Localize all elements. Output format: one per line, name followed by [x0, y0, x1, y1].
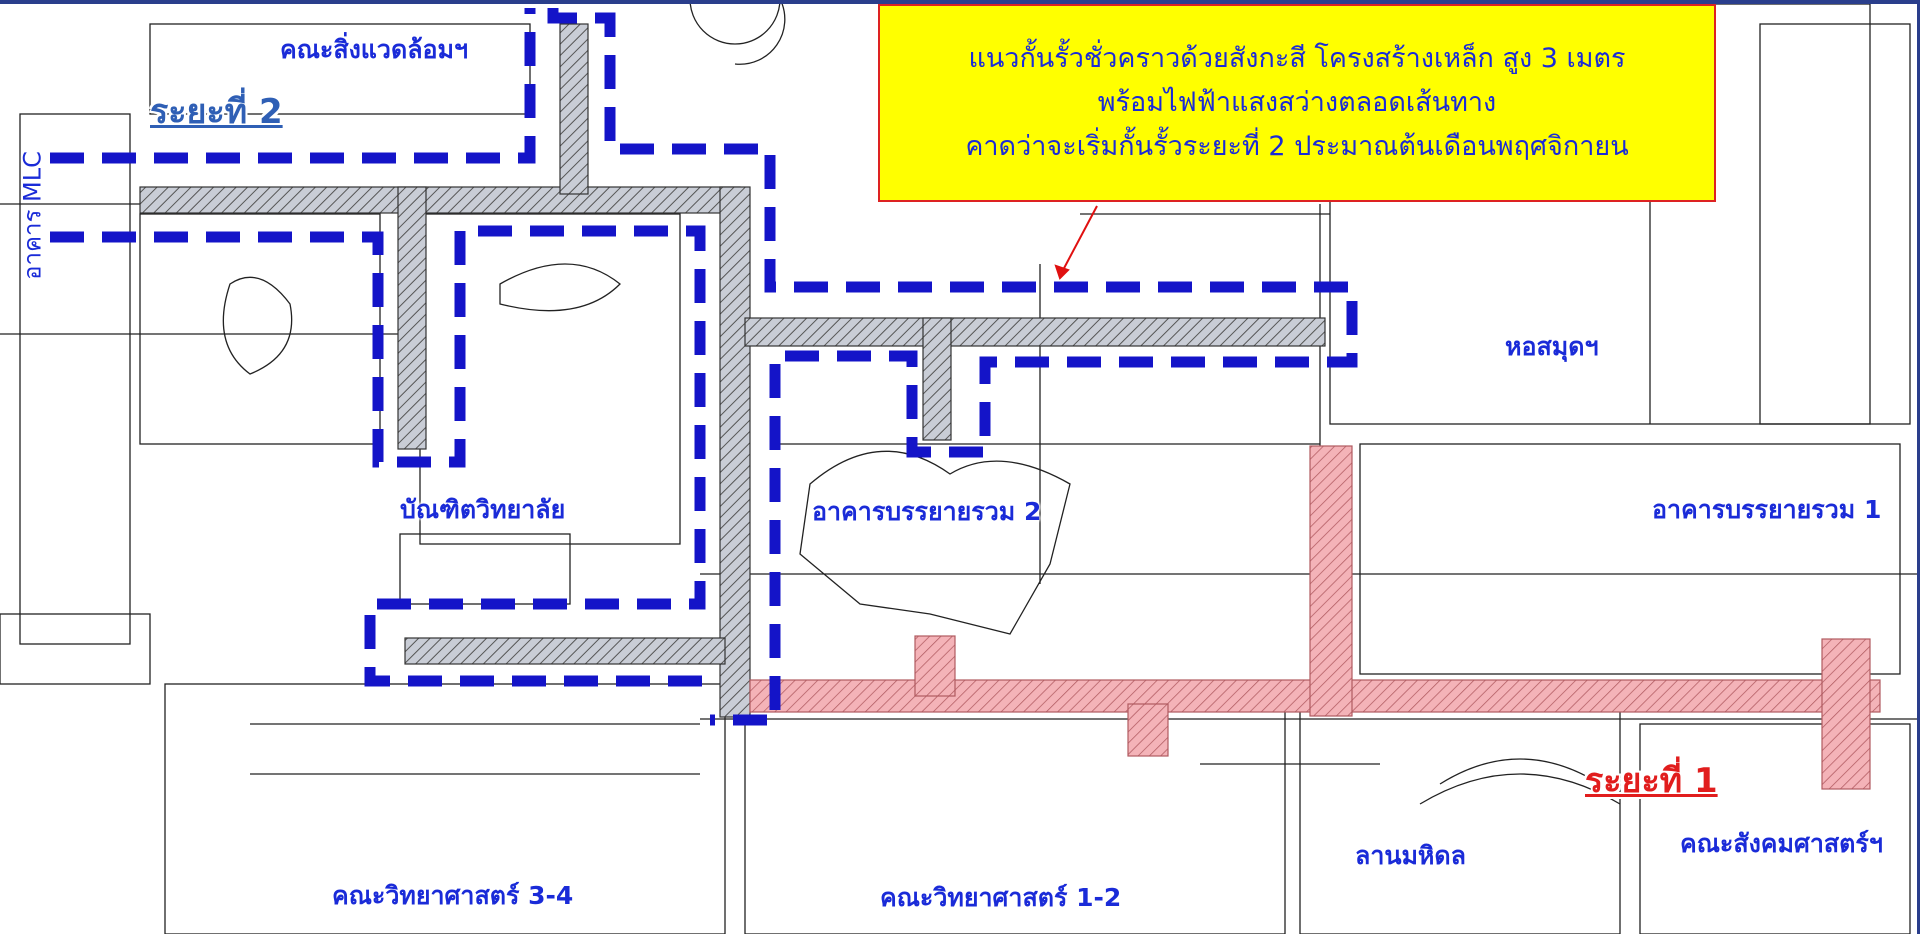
phase2-fence-route — [50, 8, 1358, 726]
science-3-4-label: คณะวิทยาศาสตร์ 3-4 — [332, 881, 574, 910]
library-label: หอสมุดฯ — [1505, 332, 1599, 361]
env-faculty-label: คณะสิ่งแวดล้อมฯ — [280, 35, 469, 64]
callout-arrow — [1054, 205, 1098, 280]
right-border — [1917, 0, 1920, 934]
fence-info-callout: แนวกั้นรั้วชั่วคราวด้วยสังกะสี โครงสร้าง… — [878, 4, 1716, 202]
mahidol-square-label: ลานมหิดล — [1355, 841, 1466, 870]
lecture-building-1-label: อาคารบรรยายรวม 1 — [1652, 495, 1882, 524]
graduate-school-label: บัณฑิตวิทยาลัย — [400, 495, 566, 524]
social-sciences-label: คณะสังคมศาสตร์ฯ — [1680, 829, 1883, 858]
mlc-building-label: อาคาร MLC — [18, 151, 47, 280]
lecture-building-2-label: อาคารบรรยายรวม 2 — [812, 497, 1042, 526]
base-plan-lines — [0, 4, 1920, 934]
phase-2-label: ระยะที่ 2 — [150, 92, 283, 132]
phase2-walkway — [139, 23, 1326, 718]
callout-line-2: พร้อมไฟฟ้าแสงสว่างตลอดเส้นทาง — [1097, 87, 1497, 118]
campus-map — [0, 4, 1920, 934]
callout-line-3: คาดว่าจะเริ่มกั้นรั้วระยะที่ 2 ประมาณต้น… — [965, 131, 1629, 162]
science-1-2-label: คณะวิทยาศาสตร์ 1-2 — [880, 883, 1122, 912]
callout-line-1: แนวกั้นรั้วชั่วคราวด้วยสังกะสี โครงสร้าง… — [968, 43, 1626, 74]
top-border — [0, 0, 1920, 4]
phase1-walkway — [749, 445, 1881, 790]
phase-1-label: ระยะที่ 1 — [1585, 761, 1718, 801]
